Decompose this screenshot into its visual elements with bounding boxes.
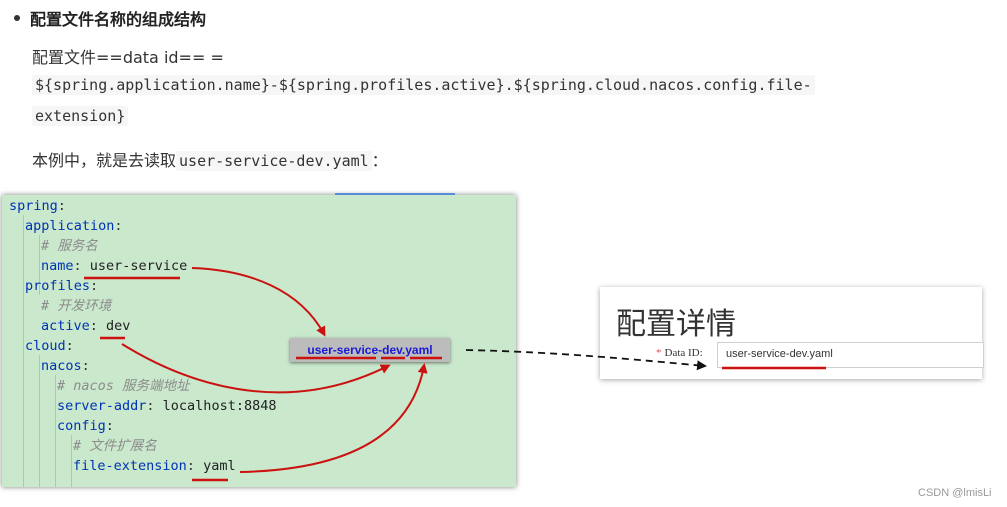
code-formula-part-2: extension} bbox=[32, 106, 129, 126]
example-prefix: 本例中，就是去读取 bbox=[32, 151, 177, 170]
yaml-key: server-addr bbox=[57, 398, 147, 414]
arrow-name-to-file bbox=[191, 267, 326, 337]
yaml-separator: : bbox=[81, 358, 90, 374]
code-formula-part-1: ${spring.application.name}-${spring.prof… bbox=[32, 75, 815, 95]
yaml-value: user-service bbox=[89, 258, 188, 274]
yaml-separator: : bbox=[89, 318, 107, 334]
section-heading-row: 配置文件名称的组成结构 bbox=[14, 6, 206, 30]
code-formula-line-1: ${spring.application.name}-${spring.prof… bbox=[32, 75, 815, 95]
yaml-line: profiles: bbox=[25, 276, 98, 296]
yaml-line: # 文件扩展名 bbox=[73, 436, 157, 456]
yaml-value: localhost:8848 bbox=[162, 398, 277, 414]
yaml-line: nacos: bbox=[41, 356, 90, 376]
yaml-key: name bbox=[41, 258, 74, 274]
indent-guide bbox=[39, 235, 40, 295]
yaml-line: # 开发环境 bbox=[41, 296, 111, 316]
section-heading: 配置文件名称的组成结构 bbox=[30, 10, 207, 29]
yaml-line: # nacos 服务端地址 bbox=[57, 376, 190, 396]
yaml-line: config: bbox=[57, 416, 114, 436]
yaml-separator: : bbox=[90, 278, 99, 294]
yaml-line: spring: bbox=[9, 196, 66, 216]
yaml-comment: # 开发环境 bbox=[41, 298, 112, 314]
yaml-line: # 服务名 bbox=[41, 236, 98, 256]
data-id-line: 配置文件==data id== = bbox=[32, 48, 224, 67]
yaml-key: profiles bbox=[25, 278, 91, 294]
example-filename-code: user-service-dev.yaml bbox=[176, 151, 372, 171]
yaml-separator: : bbox=[146, 398, 163, 414]
yaml-key: nacos bbox=[41, 358, 82, 374]
example-suffix: ： bbox=[371, 151, 388, 170]
arrow-extension-to-file bbox=[239, 363, 428, 473]
yaml-line: application: bbox=[25, 216, 123, 236]
yaml-key: file-extension bbox=[73, 458, 187, 474]
yaml-separator: : bbox=[114, 218, 123, 234]
filename-callout-text: user-service-dev.yaml bbox=[307, 343, 433, 357]
data-id-value: user-service-dev.yaml bbox=[726, 348, 833, 360]
editor-tab-indicator bbox=[335, 193, 455, 195]
yaml-comment: # 文件扩展名 bbox=[73, 438, 157, 454]
yaml-line: name: user-service bbox=[41, 256, 187, 276]
watermark: CSDN @lmisLi bbox=[918, 487, 992, 499]
code-formula-line-2: extension} bbox=[32, 106, 129, 126]
yaml-line: active: dev bbox=[41, 316, 130, 336]
indent-guide bbox=[39, 355, 40, 487]
yaml-separator: : bbox=[57, 198, 66, 214]
yaml-separator: : bbox=[73, 258, 90, 274]
yaml-value: dev bbox=[106, 318, 131, 334]
yaml-key: config bbox=[57, 418, 106, 434]
yaml-line: server-addr: localhost:8848 bbox=[57, 396, 276, 416]
config-detail-panel: 配置详情 *Data ID: user-service-dev.yaml bbox=[600, 287, 984, 379]
yaml-value: yaml bbox=[203, 458, 236, 474]
data-id-label-text: Data ID: bbox=[664, 347, 703, 359]
yaml-key: application bbox=[25, 218, 115, 234]
panel-title: 配置详情 bbox=[616, 307, 736, 342]
yaml-separator: : bbox=[65, 338, 74, 354]
yaml-comment: # nacos 服务端地址 bbox=[57, 378, 190, 394]
yaml-line: file-extension: yaml bbox=[73, 456, 236, 476]
yaml-separator: : bbox=[105, 418, 114, 434]
bullet-icon bbox=[14, 15, 20, 21]
data-id-input[interactable]: user-service-dev.yaml bbox=[717, 342, 984, 368]
indent-guide bbox=[23, 215, 24, 487]
arrow-profile-to-file bbox=[121, 343, 391, 394]
yaml-separator: : bbox=[186, 458, 204, 474]
indent-guide bbox=[71, 435, 72, 487]
arrow-file-to-dataid bbox=[465, 349, 707, 371]
yaml-key: cloud bbox=[25, 338, 66, 354]
yaml-key: spring bbox=[9, 198, 58, 214]
data-id-label: *Data ID: bbox=[656, 347, 703, 359]
yaml-line: cloud: bbox=[25, 336, 74, 356]
required-mark: * bbox=[656, 347, 662, 359]
yaml-key: active bbox=[41, 318, 90, 334]
yaml-comment: # 服务名 bbox=[41, 238, 98, 254]
indent-guide bbox=[55, 375, 56, 487]
